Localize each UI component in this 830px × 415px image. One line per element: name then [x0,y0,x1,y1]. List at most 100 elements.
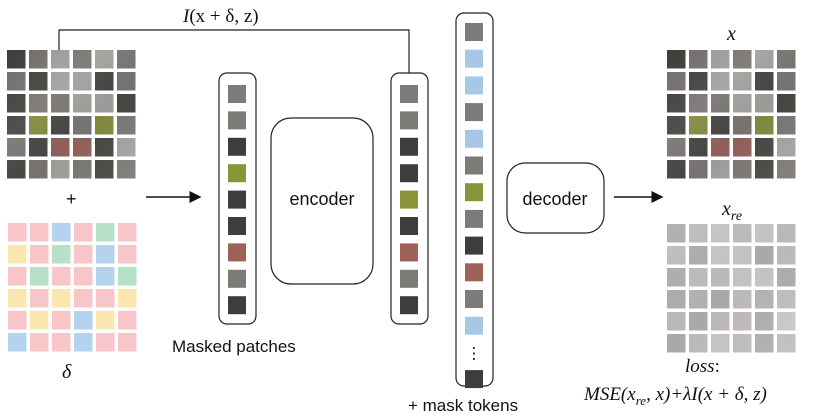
image-patch [711,268,730,287]
image-patch [733,224,752,243]
delta-cell [52,267,71,286]
delta-cell [30,289,49,308]
image-patch [117,160,136,179]
image-patch [51,160,70,179]
delta-cell [8,311,27,330]
image-patch [667,312,686,331]
patch-token [465,236,483,255]
mask-tokens-label: + mask tokens [408,396,518,415]
image-patch [29,50,48,69]
patch-token [465,103,483,122]
encoded-patches [400,85,418,315]
image-patch [711,160,730,179]
skip-connector [58,29,410,73]
delta-cell [96,245,115,264]
mask-token [465,49,483,68]
delta-cell [118,245,137,264]
image-patch [777,72,796,91]
image-patch [667,116,686,135]
image-patch [733,290,752,309]
patch-token [228,111,246,130]
image-patch [777,290,796,309]
image-patch [7,94,26,113]
image-patch [777,116,796,135]
delta-cell [118,311,137,330]
image-patch [777,160,796,179]
patch-token [228,164,246,183]
image-patch [711,116,730,135]
reconstruction-image [667,224,796,353]
image-patch [689,160,708,179]
image-patch [755,334,774,353]
image-patch [689,224,708,243]
image-patch [711,72,730,91]
patch-token [400,137,418,156]
image-patch [755,312,774,331]
grid-line [667,308,796,312]
patch-token [465,290,483,308]
delta-cell [74,245,93,264]
grid-line [91,50,95,179]
delta-cell [52,289,71,308]
image-patch [711,312,730,331]
image-patch [755,268,774,287]
image-patch [689,94,708,113]
delta-cell [74,311,93,330]
image-patch [777,268,796,287]
decoder-label: decoder [522,189,587,209]
patch-token [400,217,418,235]
grid-line [751,224,755,353]
patch-token [465,183,483,202]
x-label: x [726,23,736,45]
delta-cell [52,245,71,264]
perturbation-delta-grid [8,223,137,352]
delta-cell [96,267,115,286]
image-patch [733,138,752,157]
image-patch [667,50,686,69]
patch-token [228,296,246,315]
image-patch [733,334,752,353]
patch-token [465,209,483,228]
plus-sign: + [66,189,77,209]
image-patch [667,138,686,157]
image-patch [95,50,114,69]
image-patch [117,116,136,135]
image-patch [733,50,752,69]
image-patch [117,94,136,113]
image-patch [667,224,686,243]
image-patch [777,50,796,69]
image-patch [733,160,752,179]
image-patch [777,246,796,265]
image-patch [689,312,708,331]
image-patch [711,334,730,353]
image-patch [95,160,114,179]
image-patch [755,246,774,265]
grid-line [667,330,796,334]
delta-cell [52,311,71,330]
image-patch [689,116,708,135]
x-re-label: xre [721,198,742,224]
image-patch [117,72,136,91]
image-patch [777,334,796,353]
image-patch [689,50,708,69]
ellipsis: ⋮ [466,345,482,362]
image-patch [29,138,48,157]
grid-line [773,224,777,353]
image-patch [51,94,70,113]
image-patch [733,94,752,113]
delta-cell [8,267,27,286]
patch-token [228,269,246,288]
grid-line [751,50,755,179]
image-patch [667,246,686,265]
image-patch [689,268,708,287]
delta-cell [74,223,93,242]
delta-cell [74,267,93,286]
image-patch [7,116,26,135]
patch-token [400,164,418,183]
image-patch [689,138,708,157]
input-image-x [7,50,136,179]
delta-cell [96,289,115,308]
patch-token [228,85,246,103]
masked-patches [228,85,246,315]
image-patch [7,50,26,69]
